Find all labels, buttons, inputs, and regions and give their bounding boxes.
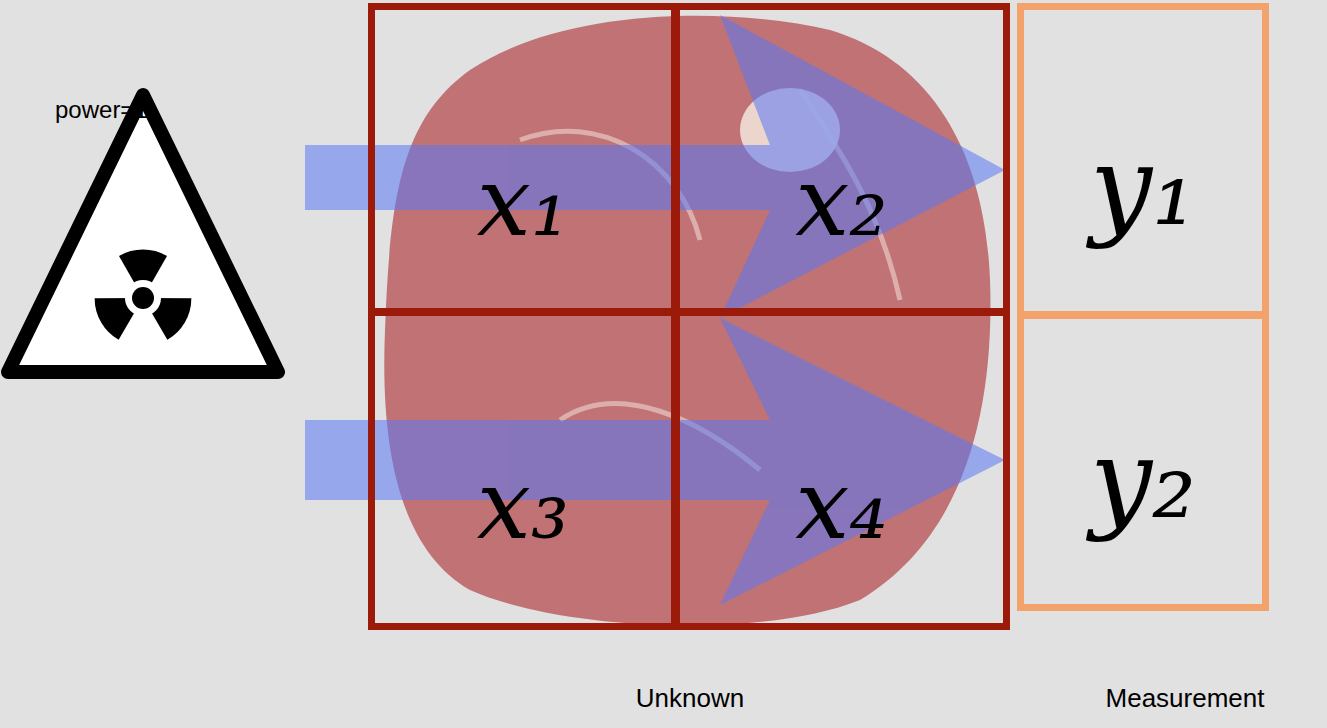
axis-caption: Measurement (1106, 683, 1265, 714)
unknown-cell: x₃ (368, 309, 678, 630)
measurement-cell: y₂ (1017, 312, 1269, 611)
measurement-cell: y₁ (1017, 3, 1269, 318)
axis-caption: Unknown (636, 683, 744, 714)
variable-label: x₂ (795, 154, 888, 250)
variable-label: y₂ (1090, 424, 1196, 534)
unknown-cell: x₂ (673, 3, 1010, 315)
variable-label: x₁ (477, 154, 570, 250)
unknown-cell: x₄ (673, 309, 1010, 630)
radiation-symbol (8, 95, 278, 372)
variable-label: x₃ (477, 457, 570, 553)
unknown-cell: x₁ (368, 3, 678, 315)
power-label: power=1 (55, 96, 148, 124)
meat-illustration (384, 16, 990, 626)
variable-label: y₁ (1090, 131, 1196, 241)
variable-label: x₄ (795, 457, 888, 553)
